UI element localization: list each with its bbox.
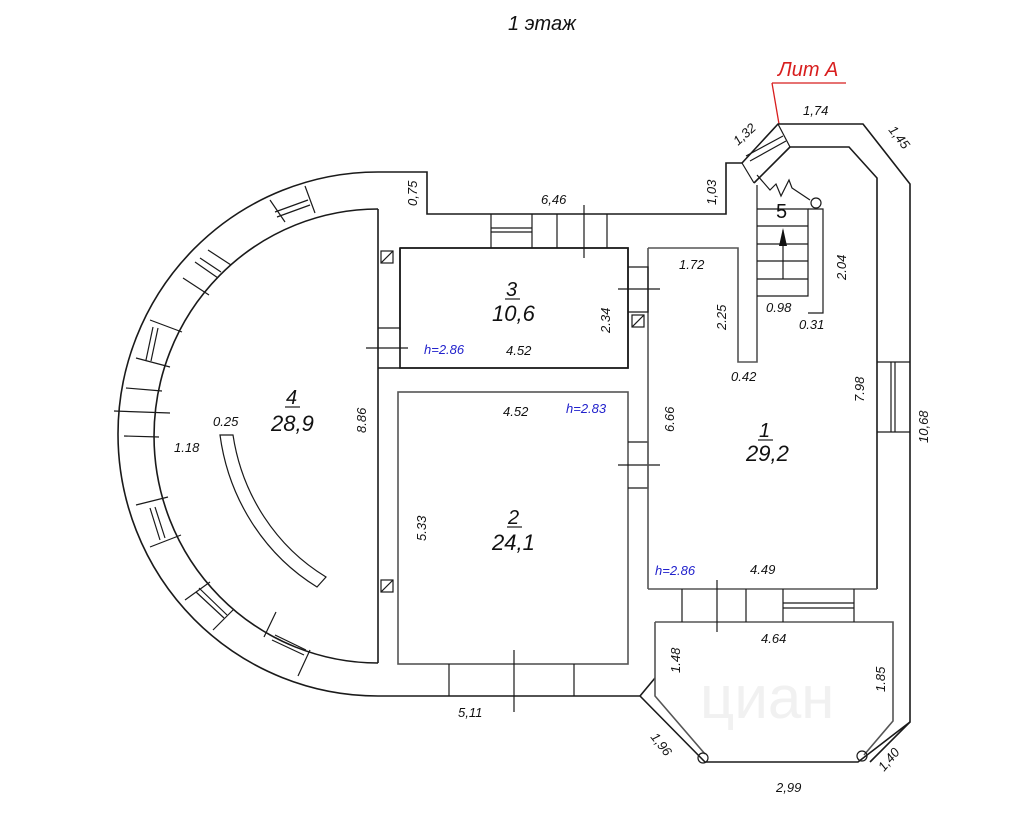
dim-0-75: 0,75 xyxy=(405,180,420,206)
dim-4-52-room2: 4.52 xyxy=(503,404,529,419)
room-5-number: 5 xyxy=(776,201,787,223)
dim-2-25: 2.25 xyxy=(714,304,729,331)
dim-2-99: 2,99 xyxy=(775,780,801,795)
dim-1-74: 1,74 xyxy=(803,103,828,118)
building-label: Лит А xyxy=(776,59,838,81)
dim-4-64: 4.64 xyxy=(761,631,786,646)
bay-room-walls xyxy=(654,580,894,764)
room-1-height: h=2.86 xyxy=(655,563,696,578)
stair-room-5 xyxy=(756,174,824,314)
dim-2-04: 2.04 xyxy=(834,255,849,281)
dim-1-32: 1,32 xyxy=(730,120,759,149)
room-1-number: 1 xyxy=(759,420,770,442)
dim-0-98: 0.98 xyxy=(766,300,792,315)
dim-6-46: 6,46 xyxy=(541,192,567,207)
room-4-number: 4 xyxy=(286,387,297,409)
dim-10-68: 10,68 xyxy=(916,410,931,443)
dim-0-25: 0.25 xyxy=(213,414,239,429)
dim-2-34: 2.34 xyxy=(598,308,613,334)
dim-0-31: 0.31 xyxy=(799,317,824,332)
room-2-height: h=2.83 xyxy=(566,401,607,416)
room-3-area: 10,6 xyxy=(492,301,536,326)
dim-1-45: 1,45 xyxy=(886,123,914,153)
watermark: циан xyxy=(700,664,834,731)
dim-4-52-room3: 4.52 xyxy=(506,343,532,358)
building-label-leader xyxy=(771,82,846,125)
floor-title: 1 этаж xyxy=(508,13,577,35)
dim-8-86: 8.86 xyxy=(354,407,369,433)
room-3-height: h=2.86 xyxy=(424,342,465,357)
dim-7-98: 7.98 xyxy=(852,376,867,402)
dim-5-33: 5.33 xyxy=(414,515,429,541)
dim-1-85: 1.85 xyxy=(873,666,888,692)
room-1-walls xyxy=(618,185,910,590)
room-3-walls xyxy=(380,205,629,369)
room-1-area: 29,2 xyxy=(745,441,789,466)
dim-4-49: 4.49 xyxy=(750,562,775,577)
dim-6-66: 6.66 xyxy=(662,406,677,432)
dim-1-03: 1,03 xyxy=(704,179,719,205)
room-3-number: 3 xyxy=(506,279,517,301)
room-4-walls xyxy=(113,171,379,697)
room-4-area: 28,9 xyxy=(270,411,314,436)
room-2-walls xyxy=(380,391,660,712)
room-2-number: 2 xyxy=(507,507,519,529)
dim-1-18: 1.18 xyxy=(174,440,200,455)
room-2-area: 24,1 xyxy=(491,530,535,555)
dim-1-96: 1,96 xyxy=(648,730,676,760)
dim-1-48: 1.48 xyxy=(668,647,683,673)
dim-0-42: 0.42 xyxy=(731,369,757,384)
dim-5-11: 5,11 xyxy=(458,705,482,720)
dim-1-40: 1,40 xyxy=(875,744,903,774)
dim-1-72: 1.72 xyxy=(679,257,705,272)
